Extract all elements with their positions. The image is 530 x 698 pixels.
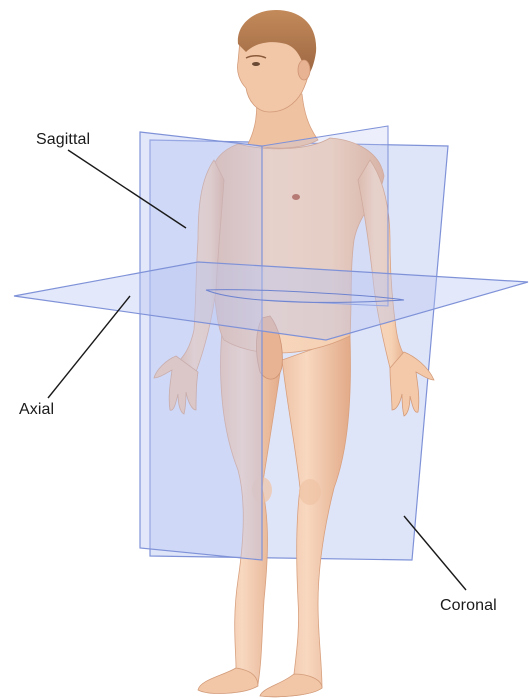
coronal-label: Coronal [440,597,497,615]
eye [252,62,260,66]
right-foot [260,674,322,697]
sagittal-label: Sagittal [36,131,90,149]
sagittal-plane [140,132,262,560]
left-foot [198,668,258,693]
axial-leader-line [48,296,130,398]
right-knee [299,479,321,505]
axial-label: Axial [19,401,54,419]
coronal-leader-line [404,516,466,590]
ear [298,60,310,80]
